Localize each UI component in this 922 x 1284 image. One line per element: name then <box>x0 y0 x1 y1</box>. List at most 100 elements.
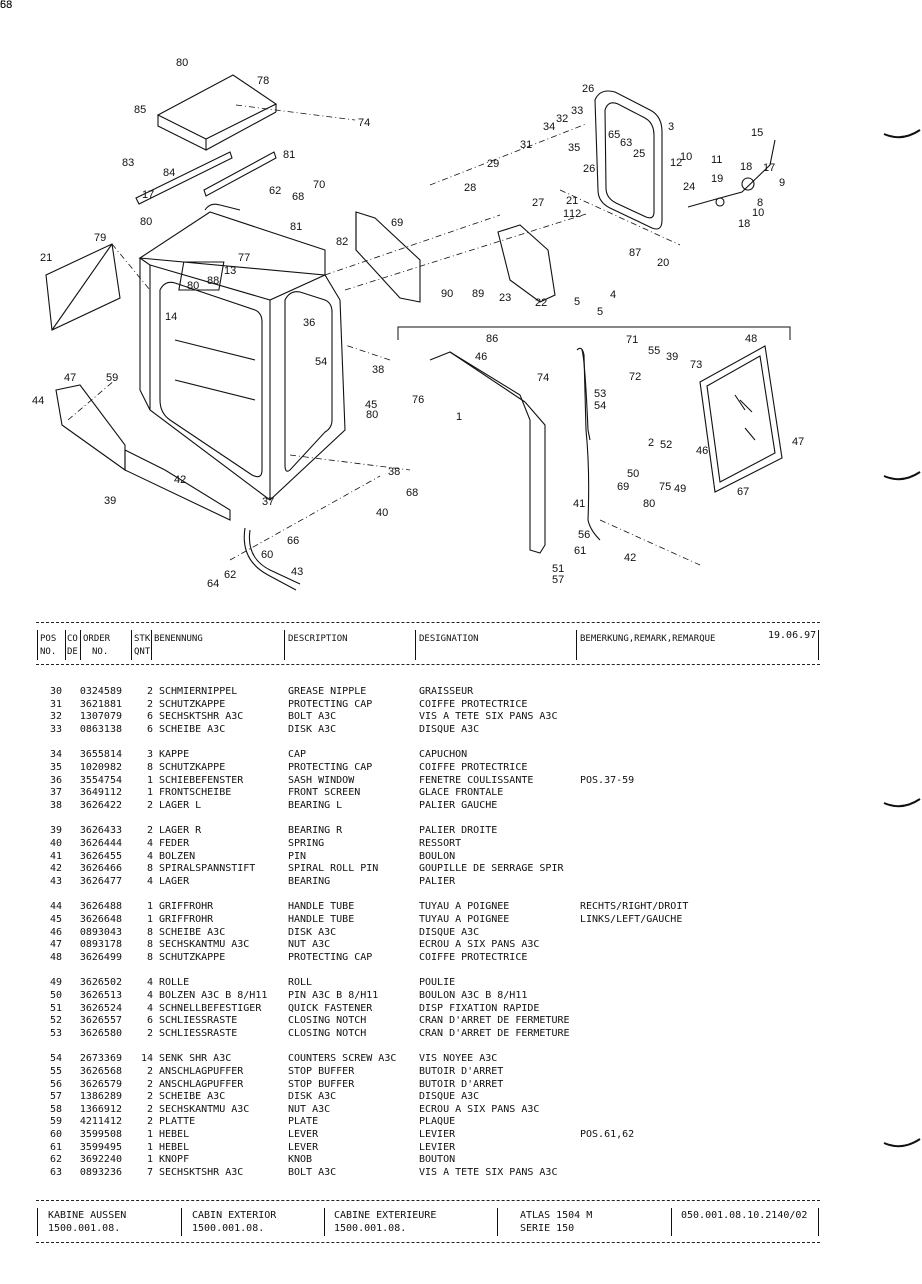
description-cell: PROTECTING CAP <box>288 951 373 963</box>
quantity-cell: 4 <box>146 838 153 849</box>
callout-label: 42 <box>624 552 637 564</box>
callout-label: 46 <box>475 351 488 363</box>
position-cell: 47 <box>49 939 62 951</box>
rear-panel-part <box>55 384 231 521</box>
description-cell: STOP BUFFER <box>288 1078 355 1090</box>
roof-panel-part <box>156 74 278 151</box>
quantity-cell: 2 <box>146 1066 153 1077</box>
quantity-cell: 4 <box>146 850 153 862</box>
quantity-cell: 1 <box>146 1154 153 1166</box>
callout-label: 62 <box>224 569 237 581</box>
order-number-cell: 3626648 <box>79 914 122 925</box>
callout-label: 2 <box>648 437 655 449</box>
german-name-cell: GRIFFROHR <box>159 901 214 913</box>
german-name-cell: FRONTSCHEIBE <box>159 787 232 799</box>
callout-label: 80 <box>176 57 189 69</box>
footer-model: ATLAS 1504 M <box>520 1210 593 1221</box>
description-cell: SPRING <box>288 838 325 849</box>
header-benennung: BENENNUNG <box>154 634 203 644</box>
german-name-cell: SECHSKTSHR A3C <box>159 711 244 723</box>
callout-label: 5 <box>574 296 581 308</box>
column-divider <box>284 630 285 660</box>
description-cell: STOP BUFFER <box>288 1066 355 1077</box>
order-number-cell: 3626499 <box>79 951 122 963</box>
callout-label: 68 <box>406 487 419 499</box>
order-number-cell: 3626502 <box>79 977 122 989</box>
french-name-cell: PALIER DROITE <box>419 825 498 837</box>
callout-label: 89 <box>472 288 485 300</box>
description-cell: HANDLE TUBE <box>288 914 355 925</box>
position-cell: 53 <box>49 1027 62 1039</box>
position-cell: 34 <box>49 749 62 761</box>
quantity-cell: 2 <box>146 1078 153 1090</box>
callout-label: 26 <box>583 163 596 175</box>
latch-fitting-part <box>687 139 776 208</box>
footer-de-title: KABINE AUSSEN <box>48 1210 127 1221</box>
order-number-cell: 0893043 <box>79 926 122 938</box>
quantity-cell: 8 <box>146 926 153 938</box>
exploded-view-drawing <box>45 74 791 591</box>
callout-label: 1 <box>563 208 570 220</box>
french-name-cell: PALIER <box>419 875 456 887</box>
column-divider <box>131 630 132 660</box>
position-cell: 62 <box>49 1154 62 1166</box>
callout-label: 74 <box>537 372 550 384</box>
header-date: 19.06.97 <box>768 630 817 641</box>
callout-label: 23 <box>499 292 512 304</box>
callout-label: 54 <box>594 400 607 412</box>
german-name-cell: SECHSKANTMU A3C <box>159 939 250 951</box>
description-cell: BOLT A3C <box>288 1166 337 1178</box>
callout-label: 85 <box>134 104 147 116</box>
callout-label: 57 <box>552 574 565 586</box>
callout-label: 55 <box>648 345 661 357</box>
callout-label: 10 <box>680 151 693 163</box>
french-name-cell: CAPUCHON <box>419 749 468 761</box>
header-order-no: NO. <box>92 647 109 657</box>
order-number-cell: 3626568 <box>79 1066 122 1077</box>
callout-label: 4 <box>610 289 617 301</box>
callout-label: 80 <box>187 280 200 292</box>
position-cell: 43 <box>49 875 62 887</box>
french-name-cell: BOULON <box>419 850 456 862</box>
french-name-cell: DISQUE A3C <box>419 1091 480 1103</box>
french-name-cell: CRAN D'ARRET DE FERMETURE <box>419 1015 570 1027</box>
callout-label: 63 <box>0 0 13 11</box>
callout-label: 83 <box>122 157 135 169</box>
column-divider <box>65 630 66 660</box>
french-name-cell: DISQUE A3C <box>419 723 480 735</box>
description-cell: FRONT SCREEN <box>288 787 361 799</box>
callout-label: 50 <box>627 468 640 480</box>
callout-label: 37 <box>262 496 275 508</box>
description-cell: SPIRAL ROLL PIN <box>288 863 379 875</box>
quantity-cell: 3 <box>146 749 153 761</box>
callout-label: 87 <box>629 247 642 259</box>
quantity-cell: 6 <box>146 1015 153 1027</box>
position-cell: 57 <box>49 1091 62 1103</box>
quantity-cell: 2 <box>146 825 153 837</box>
footer-de-number: 1500.001.08. <box>48 1223 121 1234</box>
separator-line <box>36 664 820 665</box>
order-number-cell: 3626557 <box>79 1015 122 1027</box>
quantity-cell: 2 <box>146 1103 153 1115</box>
description-cell: NUT A3C <box>288 1103 331 1115</box>
callout-label: 56 <box>578 529 591 541</box>
description-cell: LEVER <box>288 1129 319 1140</box>
quantity-cell: 8 <box>146 762 153 773</box>
callout-label: 62 <box>269 185 282 197</box>
callout-label: 77 <box>238 252 251 264</box>
description-cell: KNOB <box>288 1154 313 1166</box>
header-qnt: QNT <box>134 647 151 657</box>
position-cell: 55 <box>49 1066 62 1077</box>
callout-label: 75 <box>659 481 672 493</box>
footer-en-title: CABIN EXTERIOR <box>192 1210 277 1221</box>
